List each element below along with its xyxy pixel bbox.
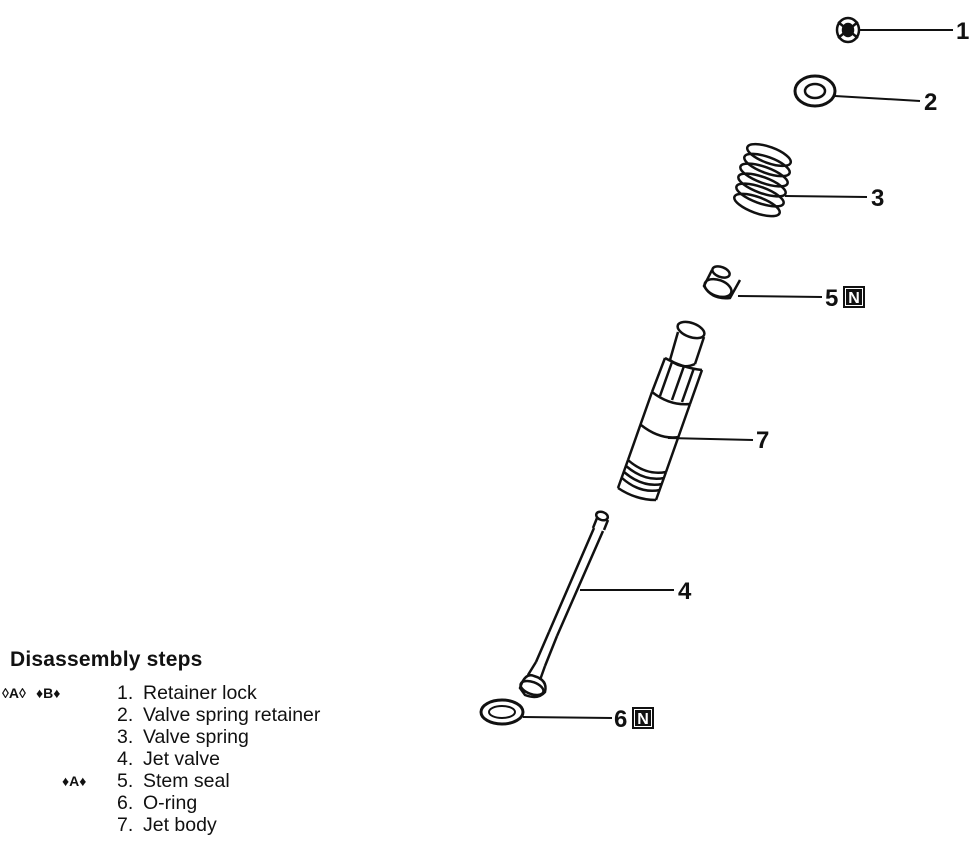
step-number: 7.	[117, 814, 134, 836]
service-mark-filled: ♦B♦	[35, 685, 61, 701]
new-part-badge-5: N	[843, 286, 865, 308]
step-row: 2. Valve spring retainer	[0, 704, 460, 726]
leader-line-6	[522, 716, 613, 719]
jet-body-part	[616, 320, 706, 502]
svg-text:N: N	[637, 711, 649, 728]
step-number: 2.	[117, 704, 134, 726]
step-row: 4. Jet valve	[0, 748, 460, 770]
service-mark-filled: ♦A♦	[62, 773, 87, 789]
step-label: Valve spring	[143, 726, 249, 748]
step-row: 6. O-ring	[0, 792, 460, 814]
callout-4: 4	[678, 578, 692, 605]
step-row: ◊A◊ ♦B♦ 1. Retainer lock	[0, 682, 460, 704]
step-label: Retainer lock	[143, 682, 257, 704]
callout-3: 3	[871, 185, 884, 212]
leader-line-3	[784, 195, 868, 198]
step-label: O-ring	[143, 792, 198, 814]
callout-5: 5	[825, 285, 838, 312]
jet-valve-part	[518, 510, 610, 699]
stem-seal-part	[702, 265, 742, 300]
callout-1: 1	[956, 18, 969, 45]
step-label: Jet body	[143, 814, 217, 836]
step-number: 1.	[117, 682, 134, 704]
step-label: Stem seal	[143, 770, 230, 792]
leader-line-7	[667, 437, 754, 441]
retainer-lock-part	[835, 16, 861, 44]
step-row: 3. Valve spring	[0, 726, 460, 748]
step-number: 3.	[117, 726, 134, 748]
step-label: Valve spring retainer	[143, 704, 321, 726]
disassembly-steps-title: Disassembly steps	[10, 648, 203, 671]
callout-2: 2	[924, 89, 937, 116]
step-label: Jet valve	[143, 748, 220, 770]
step-number: 4.	[117, 748, 134, 770]
valve-spring-part	[733, 142, 793, 218]
callout-6: 6	[614, 706, 627, 733]
valve-spring-retainer-part	[793, 74, 837, 108]
callout-7: 7	[756, 427, 769, 454]
new-part-badge-6: N	[632, 707, 654, 729]
leader-line-2	[834, 95, 921, 102]
service-mark-open: ◊A◊	[2, 685, 26, 701]
svg-text:N: N	[848, 290, 860, 307]
leader-line-5	[737, 295, 823, 298]
step-row: ♦A♦ 5. Stem seal	[0, 770, 460, 792]
o-ring-part	[479, 698, 525, 726]
step-number: 6.	[117, 792, 134, 814]
step-number: 5.	[117, 770, 134, 792]
step-row: 7. Jet body	[0, 814, 460, 836]
